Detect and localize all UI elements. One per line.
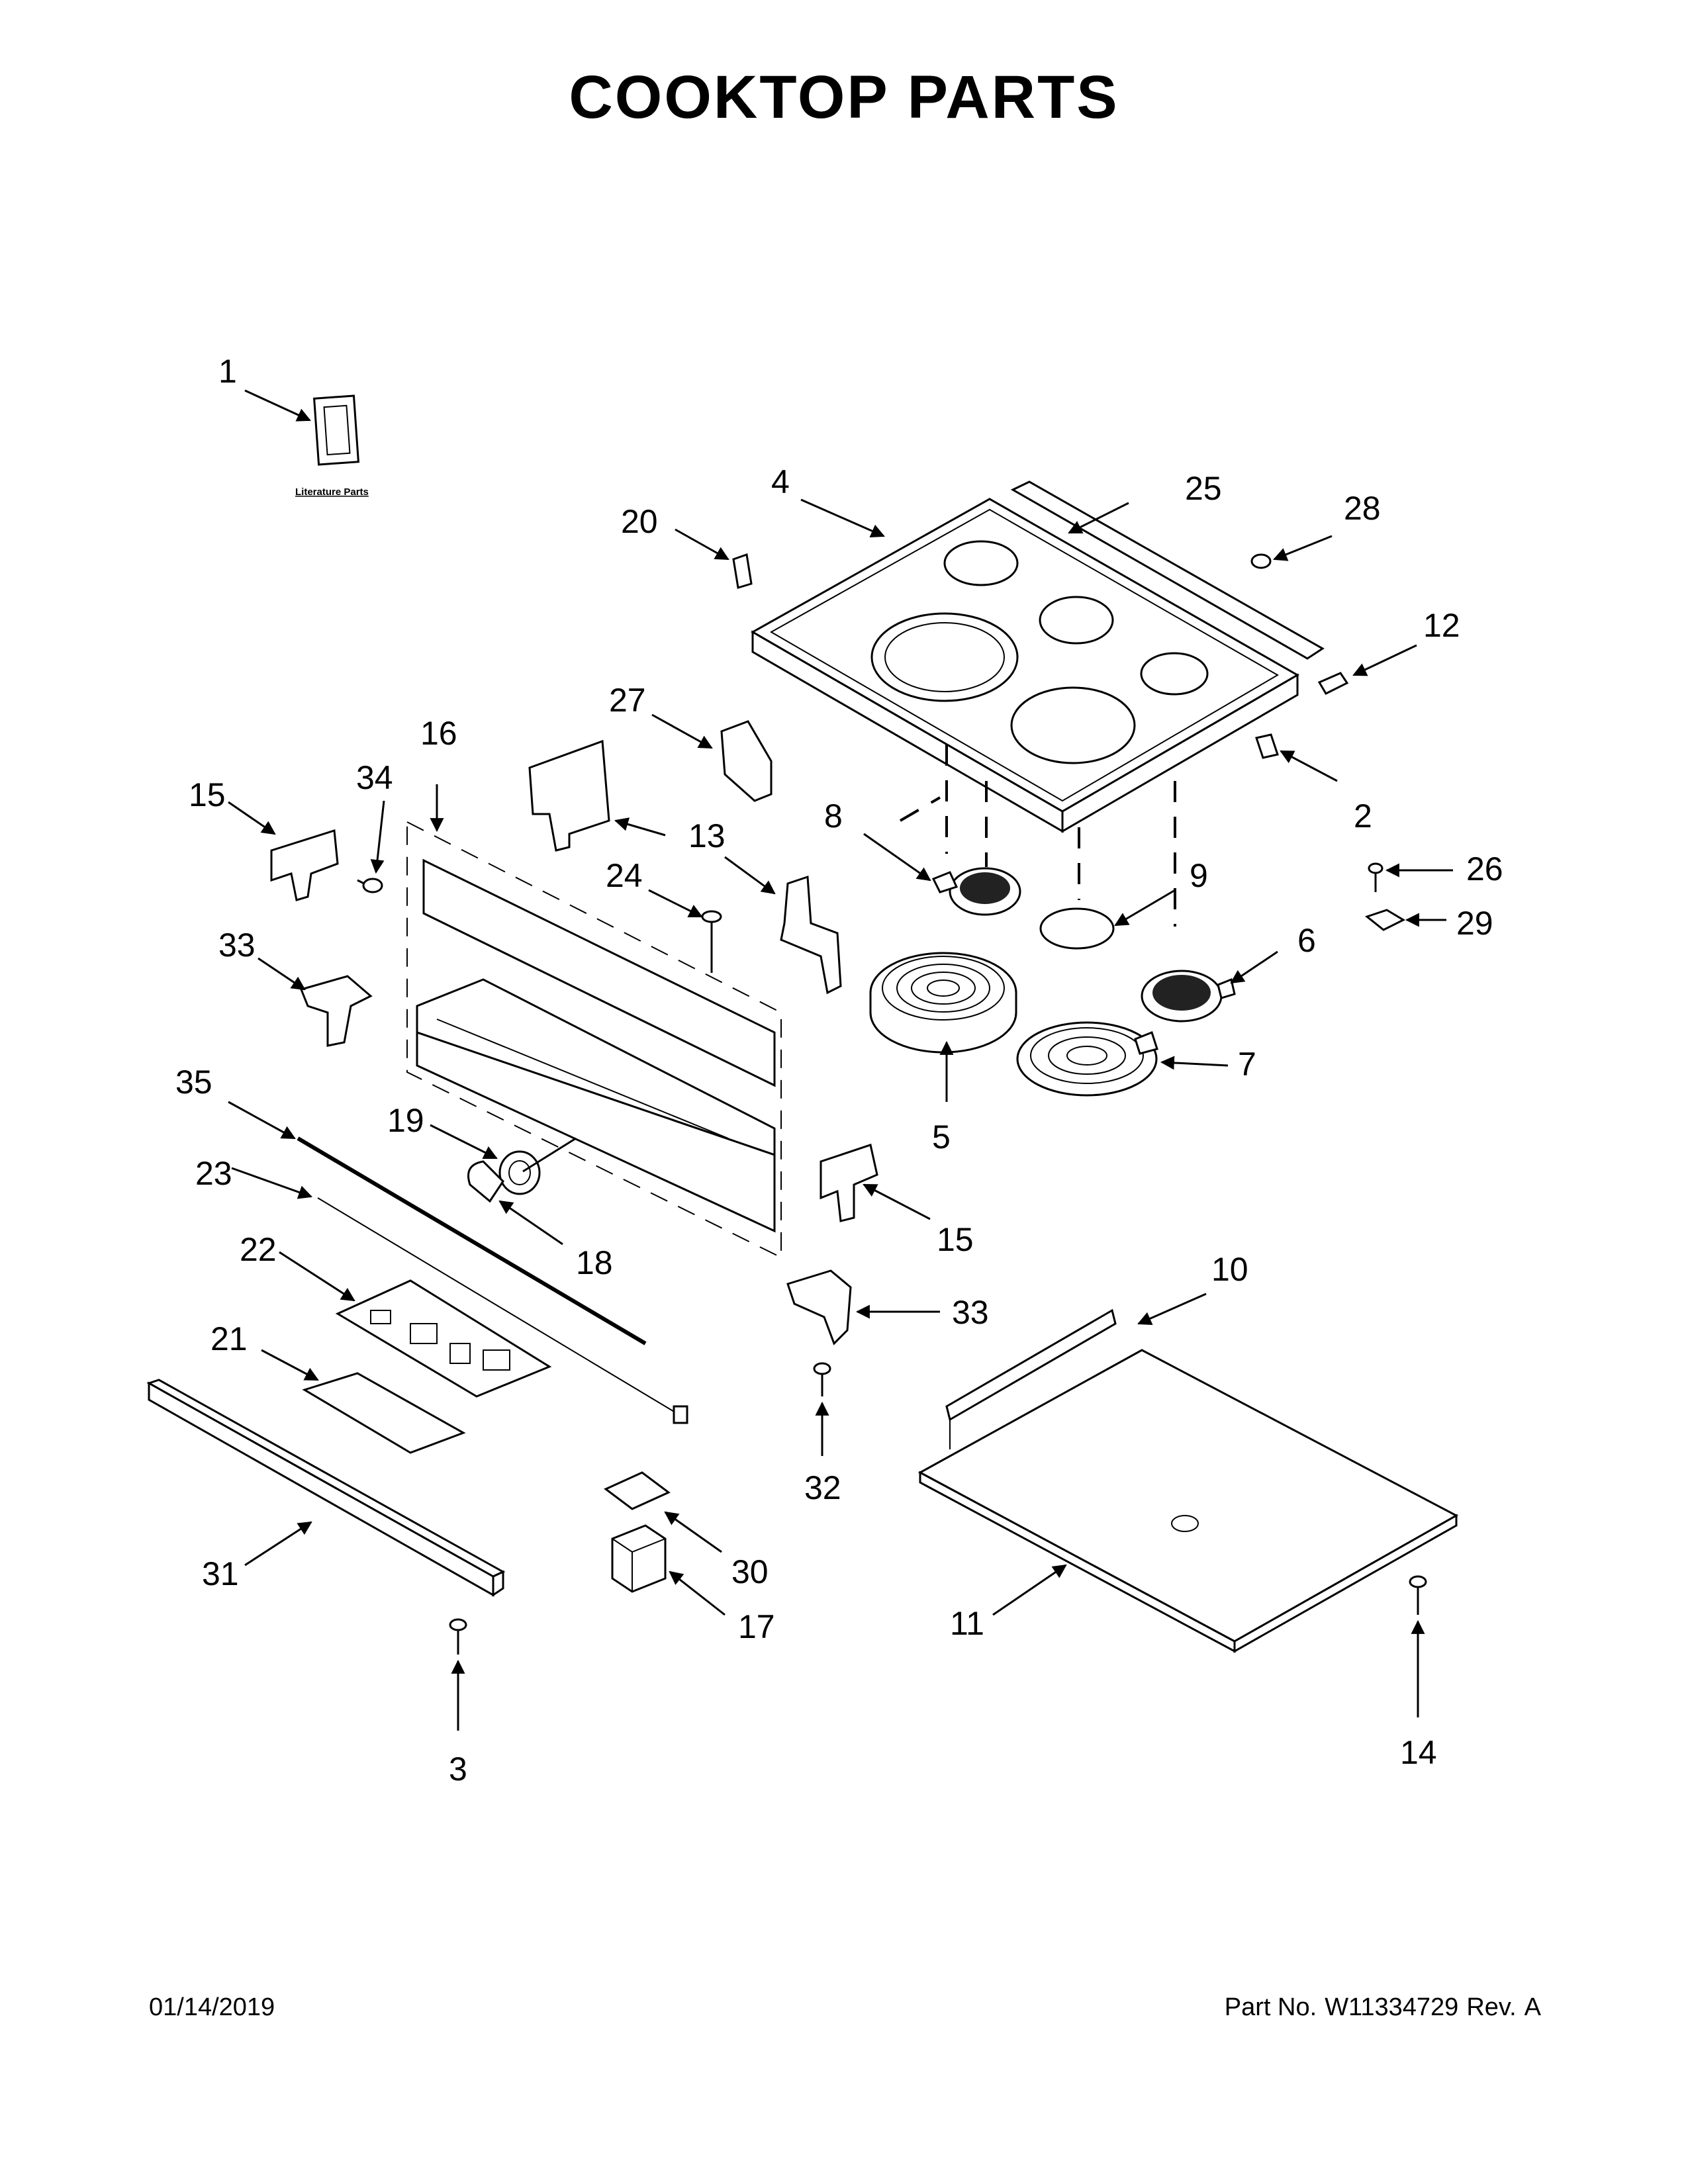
- callout-23: 23: [195, 1155, 232, 1192]
- callout-1: 1: [218, 353, 237, 390]
- callout-19: 19: [387, 1102, 424, 1139]
- callout-28: 28: [1344, 490, 1381, 527]
- pad-part: [732, 553, 753, 589]
- rear-trim-part: [1010, 480, 1325, 660]
- literature-parts-icon: Literature Parts: [295, 394, 369, 498]
- callout-18: 18: [576, 1244, 613, 1281]
- encoder-part: [498, 1150, 541, 1195]
- radiant-element-6-part: [1141, 970, 1236, 1023]
- bracket-29-part: [1364, 909, 1406, 931]
- callout-35: 35: [175, 1064, 212, 1101]
- bracket-15b-part: [820, 1144, 878, 1222]
- callout-17: 17: [738, 1608, 775, 1645]
- front-trim-31-part: [146, 1379, 506, 1597]
- vent-10-part: [945, 1308, 1117, 1422]
- callout-6: 6: [1297, 922, 1316, 959]
- rod-35-part: [297, 1136, 647, 1345]
- bumper-part: [1250, 553, 1272, 569]
- radiant-element-5-part: [869, 952, 1017, 1054]
- bracket-clip-part: [1255, 733, 1279, 759]
- callout-11: 11: [950, 1605, 984, 1642]
- callout-4: 4: [771, 463, 790, 500]
- callout-32: 32: [804, 1469, 841, 1506]
- screw-3-part: [449, 1618, 467, 1655]
- shield-21-part: [302, 1372, 466, 1454]
- bracket-27-part: [720, 720, 773, 802]
- switch-cover-30-part: [604, 1471, 671, 1510]
- bracket-33a-part: [299, 975, 373, 1047]
- rev-label: Rev.: [1466, 1993, 1517, 2021]
- literature-parts-label: Literature Parts: [295, 486, 369, 498]
- screw-32-part: [813, 1362, 831, 1396]
- callout-15-left: 15: [189, 776, 226, 813]
- callout-15-right: 15: [937, 1221, 974, 1258]
- sensor-part: [1039, 907, 1115, 950]
- cooktop-pan-11-part: [917, 1349, 1459, 1653]
- rev-value: A: [1524, 1993, 1541, 2021]
- bracket-33b-part: [786, 1269, 852, 1345]
- callout-27: 27: [609, 682, 646, 719]
- callout-33-left: 33: [218, 927, 256, 964]
- part-no-label: Part No.: [1224, 1993, 1317, 2021]
- bracket-13b-part: [780, 875, 842, 995]
- screw-26-part: [1368, 862, 1383, 892]
- callout-13: 13: [688, 817, 726, 854]
- clip-part: [1317, 672, 1349, 695]
- control-board-22-part: [335, 1279, 552, 1398]
- callout-10: 10: [1211, 1251, 1248, 1288]
- callout-2: 2: [1354, 797, 1372, 835]
- callout-22: 22: [240, 1231, 277, 1268]
- callout-7: 7: [1238, 1046, 1256, 1083]
- callout-20: 20: [621, 503, 658, 540]
- callout-12: 12: [1423, 607, 1460, 644]
- callout-9: 9: [1190, 857, 1208, 894]
- knob-part: [467, 1160, 504, 1203]
- callout-30: 30: [731, 1553, 769, 1590]
- callout-29: 29: [1456, 905, 1493, 942]
- callout-14: 14: [1400, 1734, 1437, 1771]
- callout-21: 21: [211, 1320, 248, 1357]
- bracket-15a-part: [270, 829, 339, 901]
- callout-3: 3: [449, 1751, 467, 1788]
- screw-24-part: [701, 910, 722, 973]
- screw-34-part: [357, 878, 383, 893]
- callout-26: 26: [1466, 850, 1503, 887]
- page-title: COOKTOP PARTS: [569, 64, 1119, 131]
- callout-24: 24: [606, 857, 643, 894]
- callout-8: 8: [824, 797, 843, 835]
- callout-33-right: 33: [952, 1294, 989, 1331]
- wire-23-part: [317, 1197, 682, 1417]
- radiant-element-8-part: [931, 867, 1021, 916]
- part-no-value: W11334729: [1325, 1993, 1459, 2021]
- callout-34: 34: [356, 759, 393, 796]
- callout-16: 16: [420, 715, 457, 752]
- switch-17-part: [611, 1524, 667, 1593]
- control-housing-part: [416, 978, 776, 1233]
- bracket-13a-part: [528, 739, 610, 852]
- callout-25: 25: [1185, 470, 1222, 507]
- cooktop-glass-part: [750, 498, 1300, 833]
- footer-date: 01/14/2019: [149, 1993, 275, 2021]
- callout-31: 31: [202, 1555, 239, 1592]
- screw-14-part: [1409, 1575, 1427, 1615]
- callout-5: 5: [932, 1118, 951, 1156]
- radiant-element-7-part: [1016, 1021, 1158, 1097]
